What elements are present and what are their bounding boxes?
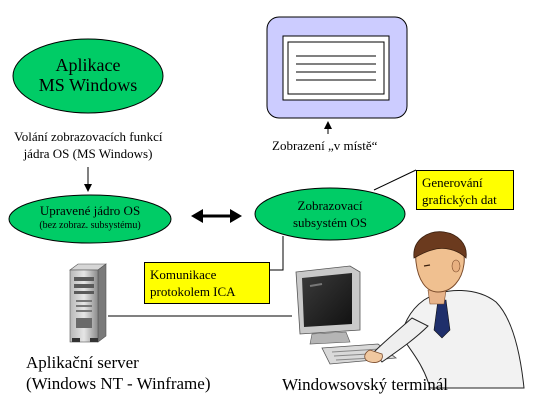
kernel-ellipse-label: Upravené jádro OS (bez zobraz. subsystém…	[14, 203, 166, 232]
kernel-ellipse-line2: (bez zobraz. subsystému)	[39, 220, 141, 231]
local-display-text: Zobrazení „v místě“	[272, 138, 378, 153]
ica-note-line1: Komunikace	[150, 267, 217, 282]
kernel-ellipse	[8, 194, 172, 244]
call-text: Volání zobrazovacích funkcí jádra OS (MS…	[14, 128, 162, 162]
graphics-note-line2: grafických dat	[422, 192, 497, 207]
subsystem-ellipse-line2: subsystém OS	[292, 215, 368, 230]
app-ellipse-line2: MS Windows	[38, 75, 138, 95]
ica-note: Komunikace protokolem ICA	[144, 262, 270, 304]
kernel-ellipse-line1: Upravené jádro OS	[39, 203, 141, 218]
server-caption-line2: (Windows NT - Winframe)	[26, 374, 211, 393]
subsystem-ellipse-line1: Zobrazovací	[297, 198, 363, 213]
app-ellipse-line1: Aplikace	[55, 55, 121, 75]
terminal-user-icon	[295, 231, 525, 389]
server-icon	[69, 263, 107, 343]
monitor-icon	[266, 16, 408, 119]
app-ellipse-label: Aplikace MS Windows	[18, 55, 158, 95]
call-text-line1: Volání zobrazovacích funkcí	[14, 129, 163, 144]
subsystem-ellipse	[254, 187, 406, 241]
app-ellipse	[12, 38, 164, 114]
graphics-note-line1: Generování	[422, 175, 483, 190]
terminal-caption: Windowsovský terminál	[282, 375, 448, 394]
call-text-line2: jádra OS (MS Windows)	[23, 146, 153, 161]
double-arrow	[191, 209, 242, 223]
graphics-note: Generování grafických dat	[416, 170, 514, 210]
server-caption: Aplikační server (Windows NT - Winframe)	[26, 352, 211, 394]
subsystem-ellipse-label: Zobrazovací subsystém OS	[262, 197, 398, 231]
ica-note-connector	[270, 236, 284, 271]
server-caption-line1: Aplikační server	[26, 353, 139, 372]
ica-note-line2: protokolem ICA	[150, 284, 236, 299]
graphics-note-connector	[373, 169, 417, 191]
